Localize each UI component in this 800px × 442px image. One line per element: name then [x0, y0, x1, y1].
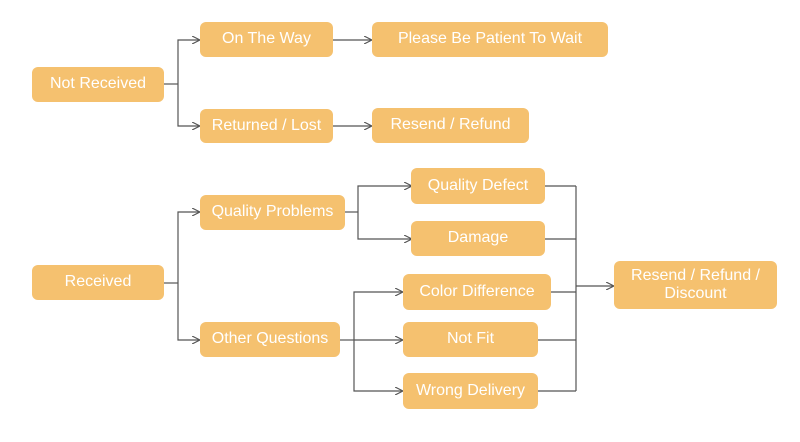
node-received: Received: [32, 265, 164, 300]
node-resend-refund-discount: Resend / Refund / Discount: [614, 261, 777, 309]
node-resend-refund: Resend / Refund: [372, 108, 529, 143]
node-not-received: Not Received: [32, 67, 164, 102]
node-damage: Damage: [411, 221, 545, 256]
node-quality-problems: Quality Problems: [200, 195, 345, 230]
node-on-the-way: On The Way: [200, 22, 333, 57]
node-quality-defect: Quality Defect: [411, 168, 545, 204]
node-not-fit: Not Fit: [403, 322, 538, 357]
connector-to-quality-defect: [357, 186, 411, 212]
node-please-be-patient: Please Be Patient To Wait: [372, 22, 608, 57]
connector-to-damage: [357, 212, 411, 239]
node-other-questions: Other Questions: [200, 322, 340, 357]
node-returned-lost: Returned / Lost: [200, 109, 333, 143]
connector-to-other-questions: [177, 283, 199, 340]
connector-to-on-the-way: [177, 40, 199, 84]
connector-to-wrong-delivery: [353, 340, 402, 391]
node-color-difference: Color Difference: [403, 274, 551, 310]
connector-to-quality-problems: [177, 212, 199, 283]
connector-to-color-difference: [353, 292, 402, 340]
connector-to-returned-lost: [177, 84, 199, 126]
node-wrong-delivery: Wrong Delivery: [403, 373, 538, 409]
